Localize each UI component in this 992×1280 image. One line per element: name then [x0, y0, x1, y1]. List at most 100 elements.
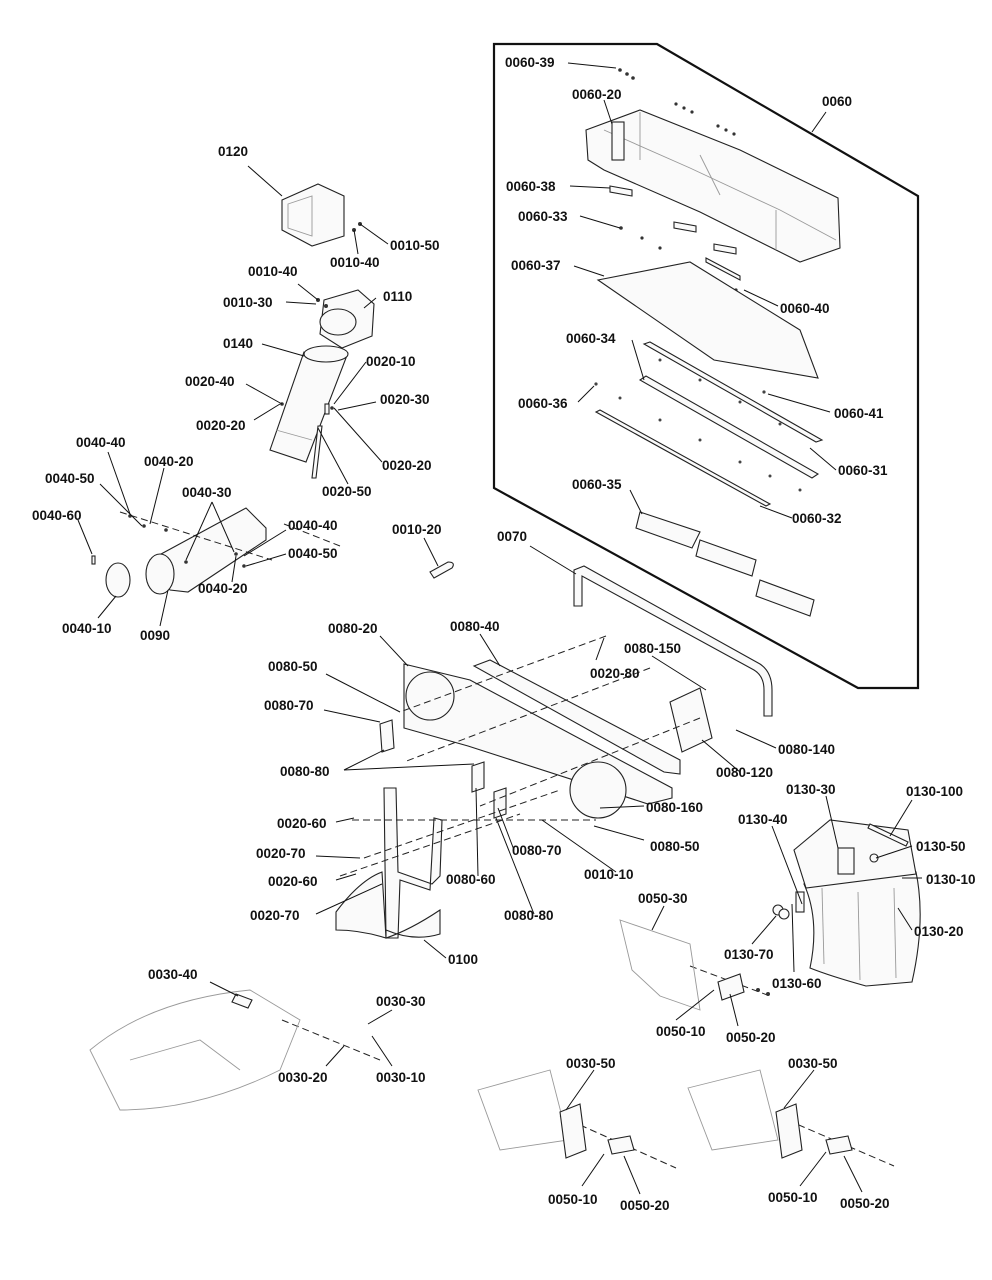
- callout-0080-70-bottom: 0080-70: [512, 843, 562, 858]
- tube-0090: [128, 507, 267, 595]
- callout-0080-80-left: 0080-80: [280, 764, 330, 779]
- assembly-lines: [119, 511, 895, 1169]
- callout-0060-39: 0060-39: [505, 55, 555, 70]
- callout-0010-10: 0010-10: [584, 867, 634, 882]
- callout-0060-33: 0060-33: [518, 209, 568, 224]
- callout-0080-70-top: 0080-70: [264, 698, 314, 713]
- callout-0060-36: 0060-36: [518, 396, 568, 411]
- callout-0130-10: 0130-10: [926, 872, 976, 887]
- callout-0040-60: 0040-60: [32, 508, 82, 523]
- spout-0130-20: [793, 819, 921, 987]
- callout-0050-10-left: 0050-10: [548, 1192, 598, 1207]
- clip-0010-20: [429, 561, 454, 579]
- rails-0060-31-34: [594, 341, 824, 507]
- callout-0040-40-top: 0040-40: [76, 435, 126, 450]
- callout-0080-140: 0080-140: [778, 742, 835, 757]
- callout-0130-20: 0130-20: [914, 924, 964, 939]
- hood-0060-20-drawing: [585, 109, 841, 263]
- callout-0060-34: 0060-34: [566, 331, 616, 346]
- hardware-hood-bolts: [674, 102, 736, 136]
- callout-0090: 0090: [140, 628, 170, 643]
- elbow-0120: [281, 183, 362, 247]
- brackets-0060-38: [609, 185, 741, 281]
- bracket-assembly-0030-50-b: [687, 1069, 853, 1159]
- callout-0060-37: 0060-37: [511, 258, 561, 273]
- callout-0060-20: 0060-20: [572, 87, 622, 102]
- callout-0100: 0100: [448, 952, 478, 967]
- callout-0110: 0110: [383, 289, 412, 304]
- assembly-0060-outline: [492, 42, 920, 690]
- callout-0040-50-right: 0040-50: [288, 546, 338, 561]
- callout-labels: 0060-39 0060-20 0060 0060-38 0060-33 006…: [32, 55, 976, 1213]
- callout-0050-30-top: 0050-30: [638, 891, 688, 906]
- adapter-0110: [316, 289, 375, 349]
- pin-0040-60: [91, 555, 96, 565]
- callout-0010-40-top: 0010-40: [330, 255, 380, 270]
- callout-0130-60: 0130-60: [772, 976, 822, 991]
- callout-0130-40: 0130-40: [738, 812, 788, 827]
- callout-0080-50-bottom: 0080-50: [650, 839, 700, 854]
- tractor-frame-ghost: [89, 989, 301, 1111]
- callout-0080-160: 0080-160: [646, 800, 703, 815]
- callout-0060-35: 0060-35: [572, 477, 622, 492]
- callout-0020-70-top: 0020-70: [256, 846, 306, 861]
- callout-0050-20-top: 0050-20: [726, 1030, 776, 1045]
- callout-0040-40-right: 0040-40: [288, 518, 338, 533]
- callout-0020-80: 0020-80: [590, 666, 640, 681]
- callout-0030-40: 0030-40: [148, 967, 198, 982]
- rail-0080-40: [472, 659, 681, 775]
- callout-0040-20-bottom: 0040-20: [198, 581, 248, 596]
- callout-0050-20-right: 0050-20: [840, 1196, 890, 1211]
- callout-0040-50-top: 0040-50: [45, 471, 95, 486]
- callout-0010-50: 0010-50: [390, 238, 440, 253]
- bracket-assembly-0050-30: [619, 919, 770, 1011]
- callout-0040-20-top: 0040-20: [144, 454, 194, 469]
- strap-0020-50: [311, 425, 323, 479]
- brackets-0080-70: [379, 719, 507, 819]
- hardware-0060-39: [618, 68, 635, 80]
- frame-0080-20: [403, 663, 673, 819]
- callout-0080-150: 0080-150: [624, 641, 681, 656]
- callout-0020-40: 0020-40: [185, 374, 235, 389]
- callout-0030-20: 0030-20: [278, 1070, 328, 1085]
- pads-0060-35: [635, 511, 815, 617]
- callout-0080-120: 0080-120: [716, 765, 773, 780]
- hardware-0130-70: [772, 891, 805, 920]
- callout-0010-30: 0010-30: [223, 295, 273, 310]
- callout-0040-10: 0040-10: [62, 621, 112, 636]
- callout-0020-20-right: 0020-20: [382, 458, 432, 473]
- callout-0020-70-bottom: 0020-70: [250, 908, 300, 923]
- callout-0020-20-left: 0020-20: [196, 418, 246, 433]
- callout-0010-20: 0010-20: [392, 522, 442, 537]
- callout-0060-40: 0060-40: [780, 301, 830, 316]
- callout-0010-40-mid: 0010-40: [248, 264, 298, 279]
- callout-0130-100: 0130-100: [906, 784, 963, 799]
- callout-0060-41: 0060-41: [834, 406, 884, 421]
- bracket-assembly-0030-50-a: [477, 1069, 635, 1159]
- callout-0020-60-bottom: 0020-60: [268, 874, 318, 889]
- callout-0050-10-right: 0050-10: [768, 1190, 818, 1205]
- callout-0130-30: 0130-30: [786, 782, 836, 797]
- callout-0140: 0140: [223, 336, 253, 351]
- callout-0050-10-top: 0050-10: [656, 1024, 706, 1039]
- callout-0060: 0060: [822, 94, 852, 109]
- callout-0030-50-right: 0030-50: [788, 1056, 838, 1071]
- callout-0050-20-left: 0050-20: [620, 1198, 670, 1213]
- callout-0030-30: 0030-30: [376, 994, 426, 1009]
- callout-0030-10: 0030-10: [376, 1070, 426, 1085]
- callout-0060-32: 0060-32: [792, 511, 842, 526]
- callout-0030-50-left: 0030-50: [566, 1056, 616, 1071]
- callout-0060-38: 0060-38: [506, 179, 556, 194]
- callout-0120: 0120: [218, 144, 248, 159]
- panel-0060-37: [596, 261, 819, 379]
- callout-0020-30: 0020-30: [380, 392, 430, 407]
- callout-0020-10: 0020-10: [366, 354, 416, 369]
- callout-0040-30: 0040-30: [182, 485, 232, 500]
- callout-0020-50: 0020-50: [322, 484, 372, 499]
- clamp-0040-10: [105, 562, 131, 598]
- callout-0080-80-bottom: 0080-80: [504, 908, 554, 923]
- callout-0080-40: 0080-40: [450, 619, 500, 634]
- frame-0100: [335, 787, 443, 939]
- seal-0070: [573, 565, 773, 717]
